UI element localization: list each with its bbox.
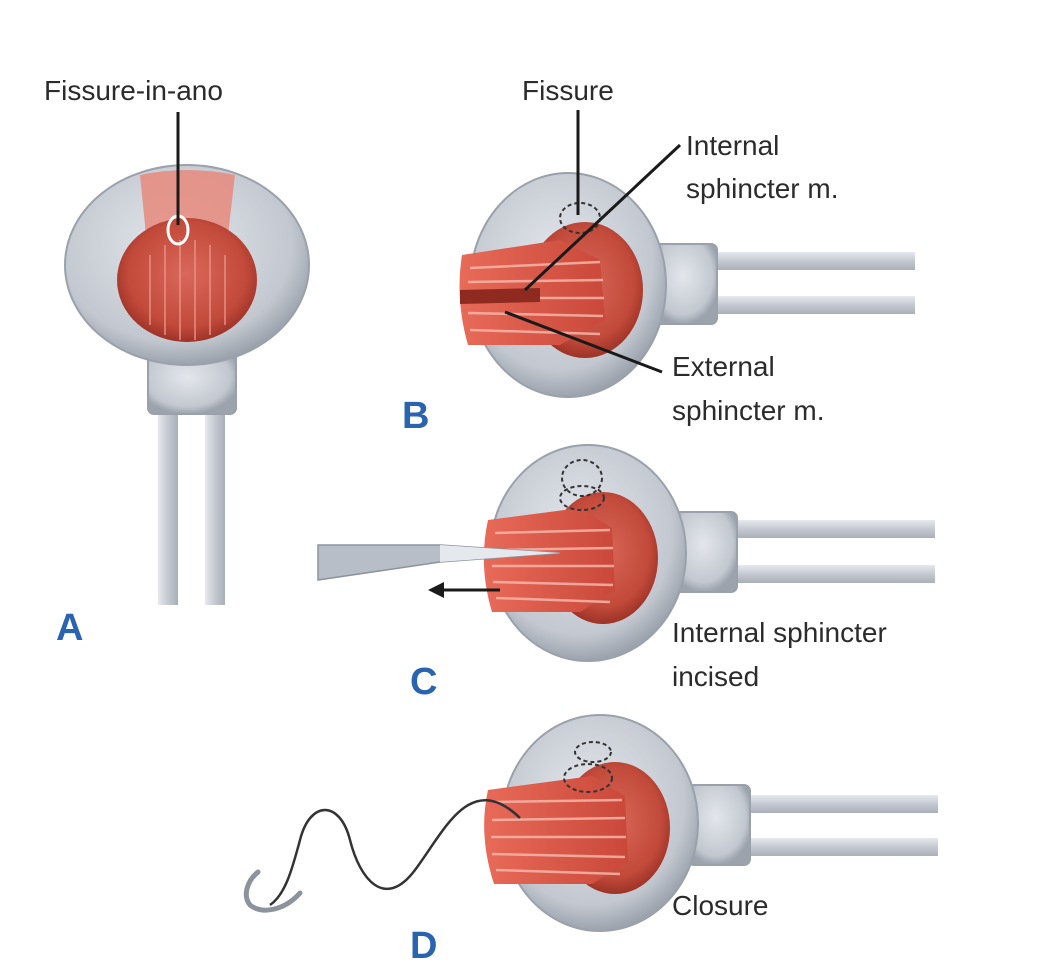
retractor-rod — [158, 400, 178, 605]
label-external-sphincter-line1: External — [672, 351, 775, 382]
label-internal-sphincter-line2: sphincter m. — [686, 173, 839, 204]
label-internal-sphincter-incised-line2: incised — [672, 661, 759, 692]
panel-a-illustration — [65, 112, 309, 605]
suture-needle — [246, 872, 300, 910]
panel-label-c: C — [410, 661, 437, 703]
panel-label-b: B — [402, 395, 429, 437]
label-internal-sphincter-incised-line1: Internal sphincter — [672, 617, 887, 648]
label-fissure-in-ano: Fissure-in-ano — [44, 75, 223, 106]
panel-d-illustration — [246, 715, 938, 931]
retractor-rod — [715, 296, 915, 314]
retractor-rod — [748, 795, 938, 813]
retractor-rod — [748, 838, 938, 856]
retractor-rod — [715, 252, 915, 270]
panel-label-a: A — [56, 607, 83, 649]
internal-sphincter-band — [460, 288, 540, 304]
panel-label-d: D — [410, 925, 437, 967]
retractor-rod — [735, 520, 935, 538]
arrow-head — [428, 582, 444, 598]
retractor-rod — [205, 400, 225, 605]
sphincter-muscle — [484, 508, 615, 612]
label-internal-sphincter-line1: Internal — [686, 130, 779, 161]
sphincter-muscle — [484, 776, 628, 884]
retractor-rod — [735, 565, 935, 583]
label-external-sphincter-line2: sphincter m. — [672, 395, 825, 426]
label-fissure: Fissure — [522, 75, 614, 106]
suture-thread — [270, 800, 520, 905]
label-closure: Closure — [672, 890, 768, 921]
